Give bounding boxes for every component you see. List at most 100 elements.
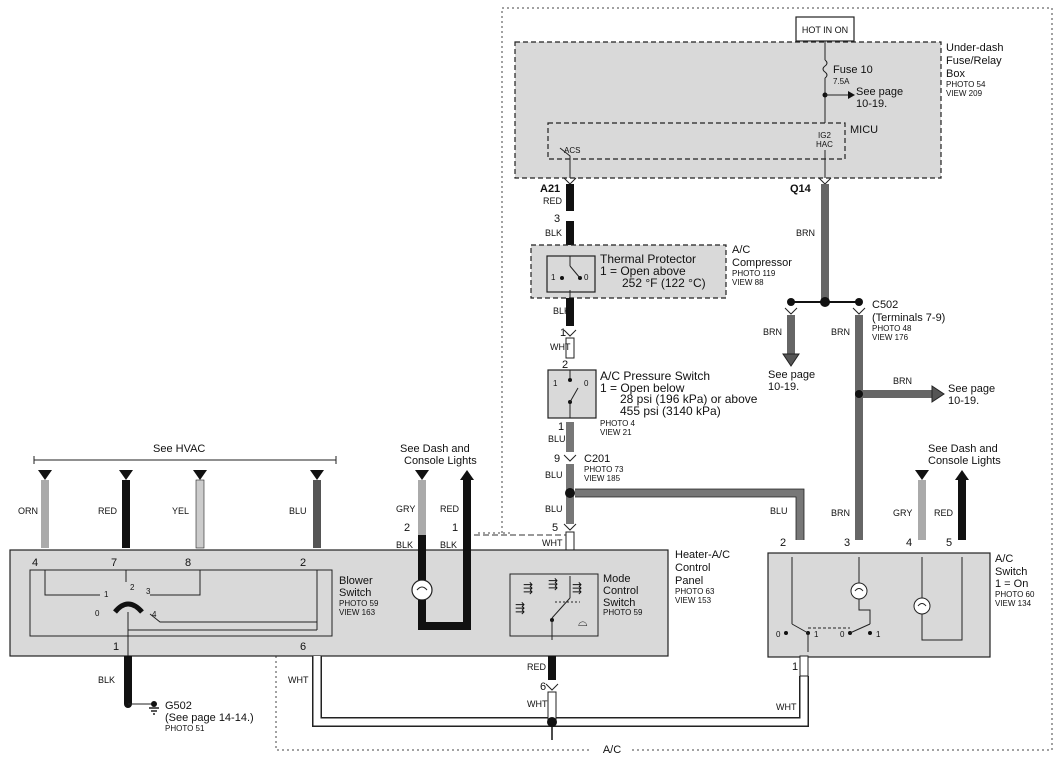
- compressor-photo: PHOTO 119: [732, 269, 776, 278]
- wire-label-red-5: RED: [934, 508, 954, 518]
- blower-pos-0: 0: [95, 609, 100, 618]
- c502-junction-center: [820, 297, 830, 307]
- mode-bilevel-icon: ⇶: [548, 577, 558, 591]
- wire-orn: [41, 480, 49, 548]
- dash-lights-2-line1: See Dash and: [928, 443, 998, 455]
- g502-photo: PHOTO 51: [165, 724, 205, 733]
- pin-3-compressor: 3: [554, 213, 560, 225]
- wire-red-ac: [958, 480, 966, 540]
- wire-label-blk-2: BLK: [553, 306, 570, 316]
- red-hvac-top-arrow: [119, 470, 133, 480]
- panel-pin-2: 2: [404, 522, 410, 534]
- mode-switch-box: [509, 573, 599, 637]
- wire-wht-pressure: [565, 337, 575, 359]
- wire-wht-loop-outline: [312, 656, 809, 727]
- blower-photo: PHOTO 59: [339, 599, 379, 608]
- wire-label-brn-3: BRN: [831, 327, 850, 337]
- ac-switch-pin-5: 5: [946, 537, 952, 549]
- wire-label-gry-1: GRY: [396, 504, 415, 514]
- wire-wht-ac-stub: [799, 655, 809, 677]
- blower-pos-2: 2: [130, 583, 135, 592]
- wire-label-brn-2: BRN: [763, 327, 782, 337]
- wire-label-blk-5: BLK: [98, 675, 115, 685]
- wire-label-blu-4: BLU: [770, 506, 788, 516]
- pressure-desc-1: 1 = Open below: [600, 381, 685, 395]
- ac-sw-blade-2: [849, 623, 871, 634]
- thermal-title: Thermal Protector: [600, 252, 696, 266]
- red-panel-top-arrow: [460, 470, 474, 480]
- panel-lamp-return: [418, 555, 471, 630]
- thermal-pin-0: 0: [584, 273, 589, 282]
- pin-1-c1: 1: [560, 327, 566, 339]
- wire-label-blk-4: BLK: [440, 540, 457, 550]
- ac-switch-pin-3: 3: [844, 537, 850, 549]
- panel-lamp-filament: [416, 586, 428, 591]
- ac-switch-title-2: Switch: [995, 566, 1027, 578]
- pressure-desc-2: 28 psi (196 kPa) or above: [620, 392, 758, 406]
- connector-c201: [563, 454, 577, 462]
- ac-sw-contact-1a: 1: [814, 630, 819, 639]
- mode-title-1: Mode: [603, 573, 631, 585]
- wire-blk-panel-lamp-a: [418, 535, 426, 555]
- fuse-box-title-3: Box: [946, 68, 965, 80]
- wire-blu-hvac: [313, 480, 321, 548]
- c502-conn-left: [784, 307, 798, 315]
- mode-floor-icon: ⇶: [572, 581, 582, 595]
- g502-label: G502: [165, 700, 192, 712]
- wire-label-blk-3: BLK: [396, 540, 413, 550]
- wire-brn-right: [855, 315, 863, 540]
- ac-switch-box: [767, 552, 991, 658]
- ac-switch-view: VIEW 134: [995, 599, 1032, 608]
- wire-label-red-1: RED: [543, 196, 563, 206]
- c201-label: C201: [584, 453, 610, 465]
- pressure-contact-top: [568, 378, 572, 382]
- thermal-contact-1: [560, 276, 564, 280]
- fuse-box-photo: PHOTO 54: [946, 80, 986, 89]
- g502-page: (See page 14-14.): [165, 712, 254, 724]
- fuse-branch-arrow: [848, 91, 855, 99]
- pressure-pin-1: 1: [553, 379, 558, 388]
- red-ac-top-arrow: [955, 470, 969, 480]
- connector-mode-5: [563, 523, 577, 531]
- ac-bottom-label-bg: [592, 742, 632, 756]
- ac-sw-dot-4: [868, 631, 872, 635]
- blower-int-5: [149, 613, 317, 623]
- panel-pin-1: 1: [452, 522, 458, 534]
- thermal-desc-1: 1 = Open above: [600, 264, 686, 278]
- wire-label-wht-5: WHT: [776, 702, 797, 712]
- thermal-desc-2: 252 °F (122 °C): [622, 276, 706, 290]
- see-hvac-label: See HVAC: [153, 443, 205, 455]
- c201-view: VIEW 185: [584, 474, 621, 483]
- ac-sw-blade-1: [791, 623, 809, 634]
- micu-acs-wire: [559, 147, 571, 178]
- ac-switch-photo: PHOTO 60: [995, 590, 1035, 599]
- wire-label-blu-3: BLU: [545, 504, 563, 514]
- see-page-left-arrow: [782, 353, 800, 367]
- pin-6-mode: 6: [540, 681, 546, 693]
- wire-label-red-4: RED: [527, 662, 547, 672]
- panel-pin-2b: 2: [300, 557, 306, 569]
- mode-blade: [551, 597, 571, 619]
- c502-conn-right: [852, 307, 866, 315]
- panel-indicator-lamp: [411, 579, 433, 601]
- wire-label-blu-2: BLU: [545, 470, 563, 480]
- wire-label-blu-1: BLU: [548, 434, 566, 444]
- wire-label-wht-4: WHT: [527, 699, 548, 709]
- blower-int-1: [44, 570, 100, 596]
- mode-defrost-icon: ⌓: [578, 615, 588, 629]
- panel-title-2: Control: [675, 562, 710, 574]
- wire-brn-left: [787, 315, 795, 355]
- wire-red-mode: [548, 656, 556, 680]
- ac-int-lamp1-out: [858, 599, 871, 624]
- ac-lamp-2-filament: [917, 603, 927, 607]
- mode-vent-icon: ⇶: [523, 581, 533, 595]
- wire-label-red-2: RED: [98, 506, 118, 516]
- wire-wht-mode-bottom: [547, 691, 557, 721]
- pin-2-pressure: 2: [562, 359, 568, 371]
- wire-blu-to-ac-switch: [575, 489, 804, 540]
- ac-lamp-1-filament: [854, 588, 864, 592]
- mode-photo: PHOTO 59: [603, 608, 643, 617]
- panel-pin-4: 4: [32, 557, 38, 569]
- blower-pos-1: 1: [104, 590, 109, 599]
